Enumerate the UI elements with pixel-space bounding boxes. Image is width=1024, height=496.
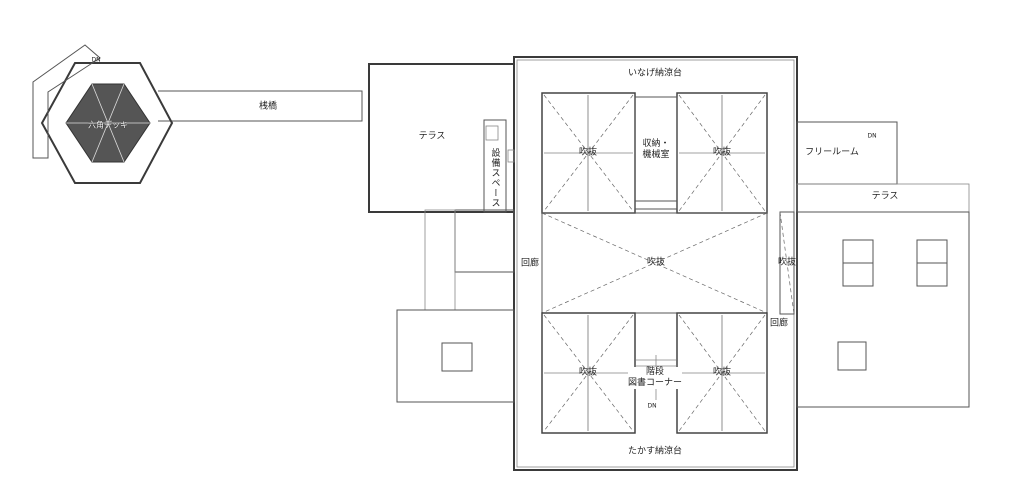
hexagon-deck-outline [40, 62, 174, 184]
label-terrace-right: テラス [871, 191, 899, 202]
label-dn-top-left: DN [91, 56, 101, 64]
left-room-c [396, 309, 515, 403]
terrace-left-outline [368, 63, 515, 213]
right-big-room [796, 211, 970, 408]
bridge-outline [158, 90, 363, 122]
void-side-strip [779, 211, 795, 315]
label-dn-right: DN [867, 132, 877, 140]
label-kairo-left: 回廊 [520, 258, 540, 269]
label-fukinuke-tr: 吹抜 [712, 147, 732, 158]
label-hexagon-deck: 六角デッキ [88, 120, 128, 130]
label-fukinuke-br: 吹抜 [712, 367, 732, 378]
left-room-b [424, 209, 456, 311]
label-fukinuke-center: 吹抜 [646, 257, 666, 268]
void-center [541, 212, 768, 314]
label-terrace-left: テラス [418, 131, 446, 142]
label-fukinuke-bl: 吹抜 [578, 367, 598, 378]
label-fukinuke-side: 吹抜 [777, 257, 797, 268]
label-inage-noryodai: いなげ納涼台 [627, 68, 683, 79]
label-sanbashi: 桟橋 [258, 101, 278, 112]
label-free-room: フリールーム [805, 147, 859, 158]
label-setsubi-space: 設備スペース [489, 148, 500, 208]
label-storage: 収納・ 機械室 [642, 139, 670, 160]
label-fukinuke-tl: 吹抜 [578, 147, 598, 158]
label-kairo-right: 回廊 [769, 318, 789, 329]
left-room-a [454, 209, 515, 273]
label-stairs-library: 階段 図書コーナー [627, 367, 683, 389]
label-dn-stairs: DN [647, 402, 657, 410]
label-takasu-noryodai: たかす納涼台 [627, 446, 683, 457]
